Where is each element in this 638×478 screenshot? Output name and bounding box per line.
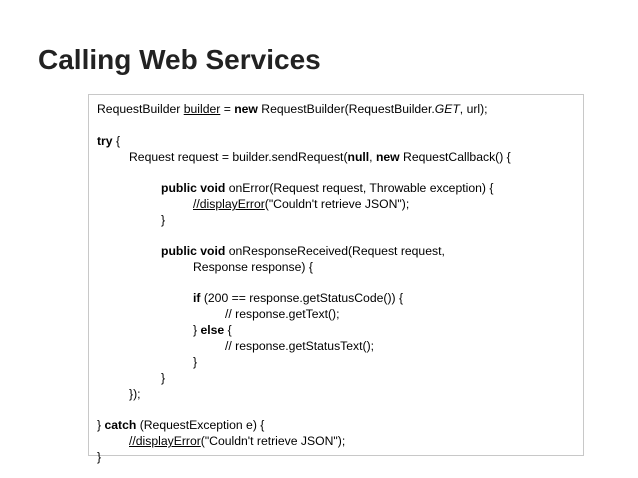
code-line: } (97, 450, 102, 464)
code-line: } (161, 371, 166, 385)
code-line: RequestBuilder builder = new RequestBuil… (97, 102, 488, 116)
code-line: // response.getText(); (225, 307, 340, 321)
code-block: RequestBuilder builder = new RequestBuil… (88, 94, 584, 464)
code-line: // response.getStatusText(); (225, 339, 375, 353)
code-line: } else { (193, 323, 232, 337)
code-line: if (200 == response.getStatusCode()) { (193, 291, 404, 305)
code-line: } catch (RequestException e) { (97, 418, 265, 432)
slide-title: Calling Web Services (38, 44, 321, 75)
code-line: } (193, 355, 198, 369)
code-line: Response response) { (193, 260, 313, 274)
code-line: } (161, 213, 166, 227)
code-line: public void onError(Request request, Thr… (161, 181, 494, 195)
code-line: try { (97, 134, 121, 148)
code-line: public void onResponseReceived(Request r… (161, 244, 445, 258)
code-line: }); (129, 387, 141, 401)
code-line: //displayError("Couldn't retrieve JSON")… (129, 434, 346, 448)
code-line: Request request = builder.sendRequest(nu… (129, 150, 511, 164)
code-line: //displayError("Couldn't retrieve JSON")… (193, 197, 410, 211)
